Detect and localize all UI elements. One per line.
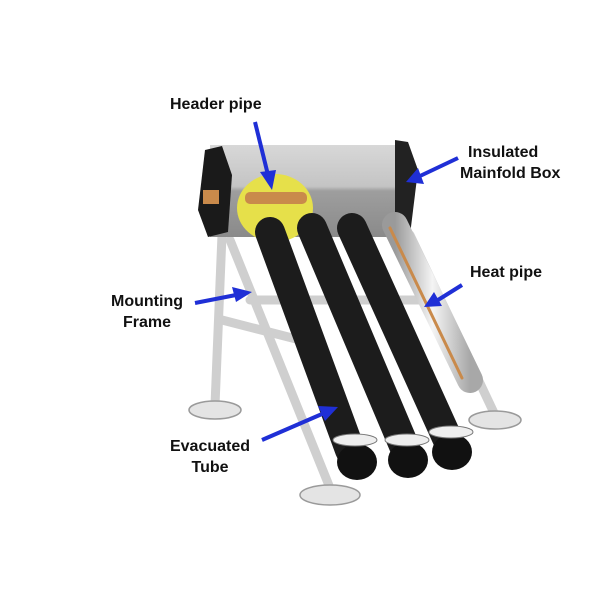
callout-arrows: [194, 121, 464, 442]
heat-pipe: [388, 226, 464, 380]
label-line: Frame: [122, 314, 172, 331]
arrow-evacuated-tube: [261, 412, 323, 442]
label-line: Insulated: [468, 144, 539, 161]
tube-end-caps: [332, 425, 474, 480]
label-mounting-frame: Mounting Frame: [104, 291, 190, 333]
label-line: Mainfold Box: [460, 165, 561, 182]
frame-feet: [188, 400, 522, 506]
arrow-heat-pipe: [436, 283, 464, 302]
label-evacuated-tube: Evacuated Tube: [160, 436, 260, 478]
label-line: Evacuated: [169, 438, 251, 455]
evacuated-tubes: [255, 212, 483, 465]
header-plate: [237, 174, 313, 242]
label-heat-pipe: Heat pipe: [470, 264, 543, 281]
arrow-manifold-box: [419, 156, 459, 178]
label-line: Tube: [191, 459, 229, 476]
label-manifold-box: Insulated Mainfold Box: [460, 142, 560, 184]
label-header-pipe: Header pipe: [170, 96, 262, 113]
arrow-mounting-frame: [194, 293, 237, 305]
arrow-header-pipe: [253, 121, 270, 176]
label-line: Mounting: [111, 293, 183, 310]
